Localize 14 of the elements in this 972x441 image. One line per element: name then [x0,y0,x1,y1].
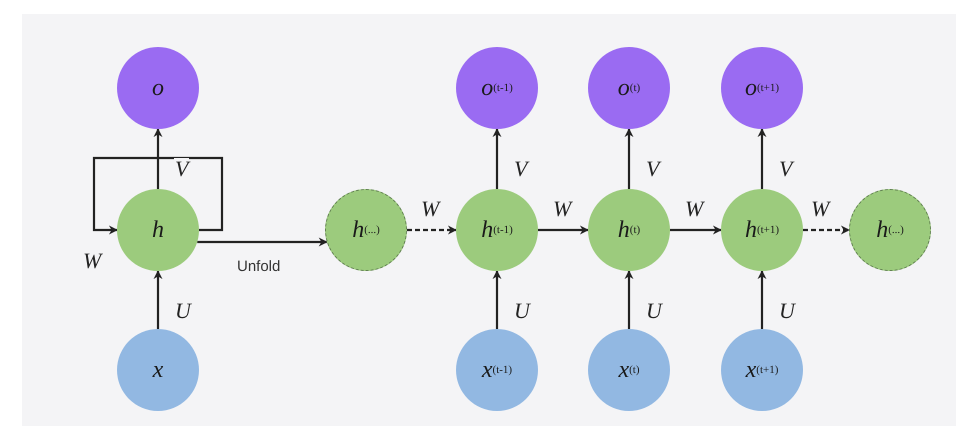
arrow [492,270,502,329]
arrow [803,226,850,234]
arrow [407,226,457,234]
arrow [624,128,634,189]
arrow [154,270,162,329]
arrow [92,156,224,234]
arrow [670,226,722,234]
arrow [154,128,162,189]
arrow [538,226,589,234]
arrow [624,270,634,329]
arrow [197,238,328,246]
arrow [758,270,766,329]
arrow [492,128,502,189]
arrow [758,128,766,189]
